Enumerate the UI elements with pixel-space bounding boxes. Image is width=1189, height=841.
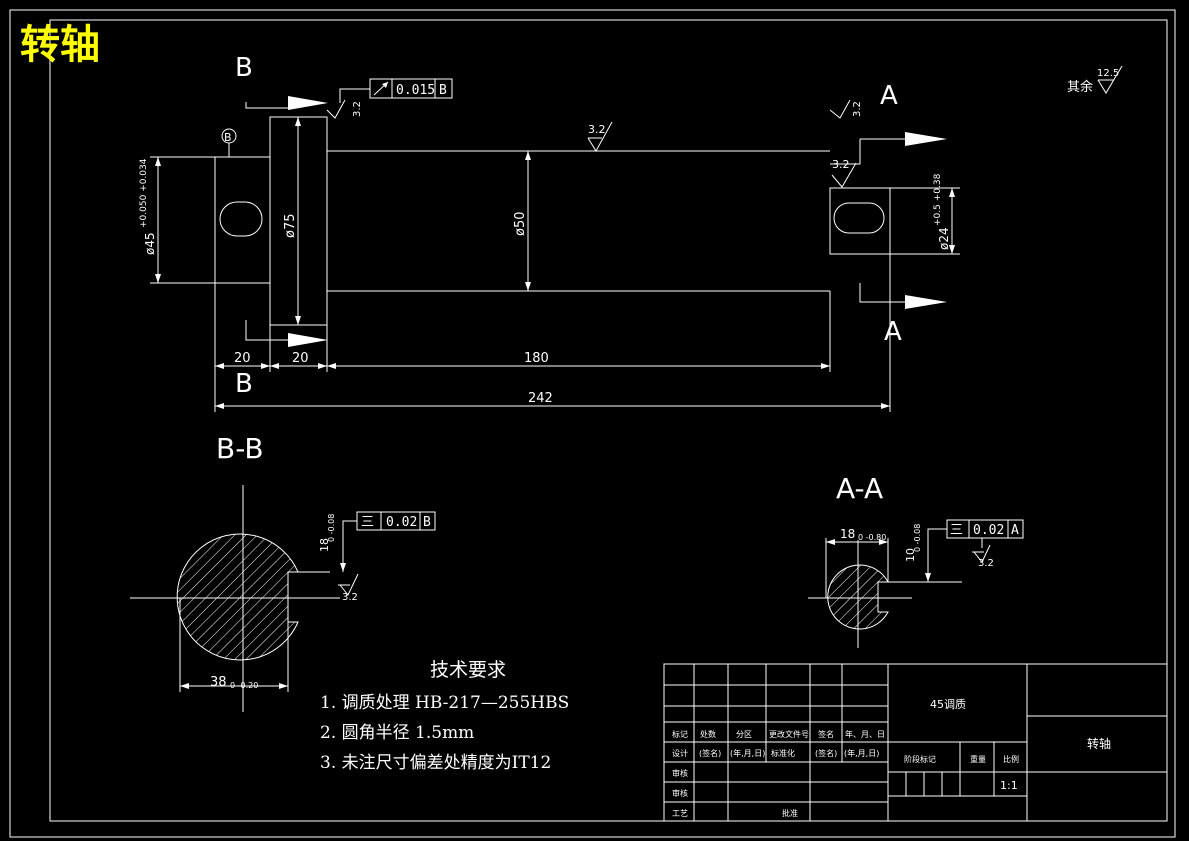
sym-tolerance-bb: 三 0.02 B [342,511,436,540]
svg-text:3.2: 3.2 [588,123,606,136]
roughness-right-top: 3.2 [829,99,863,119]
svg-text:20: 20 [292,351,309,366]
svg-text:其余: 其余 [1067,79,1093,95]
svg-text:标准化: 标准化 [771,748,795,758]
runout-tolerance-frame: 0.015 B [339,78,453,103]
svg-text:3.2: 3.2 [832,158,850,171]
svg-text:18: 18 [840,527,855,541]
svg-text:(签名): (签名) [699,748,721,758]
svg-text:比例: 比例 [1003,754,1019,764]
svg-text:12.5: 12.5 [1097,68,1119,79]
drawing-title: 转轴 [20,22,100,68]
inner-border [49,19,1168,822]
svg-text:年、月、日: 年、月、日 [845,729,885,739]
svg-text:3.2: 3.2 [352,101,363,117]
svg-text:+0.050 +0.034: +0.050 +0.034 [139,158,149,228]
svg-text:分区: 分区 [736,730,752,739]
dim-d45: ø45 +0.050 +0.034 [139,156,215,284]
svg-text:ø24: ø24 [937,227,951,250]
svg-text:更改文件号: 更改文件号 [769,729,809,739]
svg-text:2. 圆角半径 1.5mm: 2. 圆角半径 1.5mm [320,723,474,743]
svg-text:180: 180 [524,351,549,366]
section-b-top: B [235,53,253,83]
svg-text:技术要求: 技术要求 [430,659,506,681]
svg-text:1:1: 1:1 [1000,779,1018,792]
svg-text:重量: 重量 [970,754,986,764]
section-aa-view: 18 0 -0.80 10 0 -0.08 3.2 [808,524,994,648]
svg-text:ø75: ø75 [283,214,298,239]
dim-d50: ø50 [513,151,531,291]
svg-text:+0.5 +0.38: +0.5 +0.38 [933,173,943,226]
roughness-rest: 其余 12.5 [1067,65,1123,95]
svg-text:3.2: 3.2 [978,558,994,569]
roughness-right-step: 3.2 [831,158,857,188]
svg-text:3.2: 3.2 [342,592,358,603]
material-label: 45调质 [930,698,966,711]
svg-text:20: 20 [234,351,251,366]
svg-text:A: A [1011,523,1019,538]
svg-text:(签名): (签名) [815,748,837,758]
section-bb-view: 18 0 -0.08 3.2 38 0 -0.20 [130,485,359,712]
svg-text:0 -0.80: 0 -0.80 [858,533,886,542]
svg-text:三: 三 [361,515,374,530]
svg-text:ø45: ø45 [143,232,157,255]
roughness-collar: 3.2 [326,99,363,119]
svg-text:标记: 标记 [672,729,688,739]
outer-border [9,9,1176,838]
svg-text:0 -0.08: 0 -0.08 [913,524,922,552]
cut-plane-b [245,96,328,347]
section-a-top: A [880,81,898,111]
svg-text:设计: 设计 [672,748,688,758]
svg-text:批准: 批准 [782,808,798,818]
svg-text:处数: 处数 [700,729,716,739]
svg-text:242: 242 [528,391,553,406]
view-aa-label: A-A [836,472,883,505]
svg-text:B: B [224,131,232,144]
dim-lengths: 20 20 180 242 [214,254,891,412]
svg-text:B: B [439,83,447,98]
svg-text:18: 18 [318,538,331,552]
svg-text:3. 未注尺寸偏差处精度为IT12: 3. 未注尺寸偏差处精度为IT12 [320,753,551,773]
svg-text:1. 调质处理 HB-217—255HBS: 1. 调质处理 HB-217—255HBS [320,693,569,713]
svg-text:(年,月,日): (年,月,日) [730,748,765,758]
svg-text:38: 38 [210,675,227,690]
svg-text:0.02: 0.02 [973,523,1004,538]
sym-tolerance-aa: 三 0.02 A [927,519,1024,548]
tech-requirements: 技术要求 1. 调质处理 HB-217—255HBS 2. 圆角半径 1.5mm… [320,659,569,773]
shaft-main-view [214,116,891,326]
svg-text:0 -0.20: 0 -0.20 [230,681,258,690]
svg-text:0.015: 0.015 [396,83,435,98]
view-bb-label: B-B [216,432,264,465]
roughness-main: 3.2 [587,121,613,152]
svg-text:(年,月,日): (年,月,日) [844,748,879,758]
section-b-bottom: B [235,369,253,399]
svg-text:10: 10 [904,548,917,562]
svg-text:审核: 审核 [672,768,688,778]
svg-text:审核: 审核 [672,788,688,798]
svg-text:B: B [423,515,431,530]
dim-d75: ø75 [283,117,301,325]
svg-text:3.2: 3.2 [852,101,863,117]
svg-text:阶段标记: 阶段标记 [904,754,936,764]
part-name-label: 转轴 [1087,736,1111,751]
svg-text:签名: 签名 [818,729,834,739]
svg-text:0 -0.08: 0 -0.08 [327,514,336,542]
svg-text:0.02: 0.02 [386,515,417,530]
title-block: 45调质 转轴 标记 处数 分区 更改文件号 签名 年、月、日 设计 (签名) … [663,663,1168,822]
dim-d24: ø24 +0.5 +0.38 [890,173,960,255]
svg-text:ø50: ø50 [513,212,528,237]
section-a-bottom: A [884,317,902,347]
svg-text:工艺: 工艺 [672,809,688,818]
svg-text:三: 三 [950,523,963,538]
